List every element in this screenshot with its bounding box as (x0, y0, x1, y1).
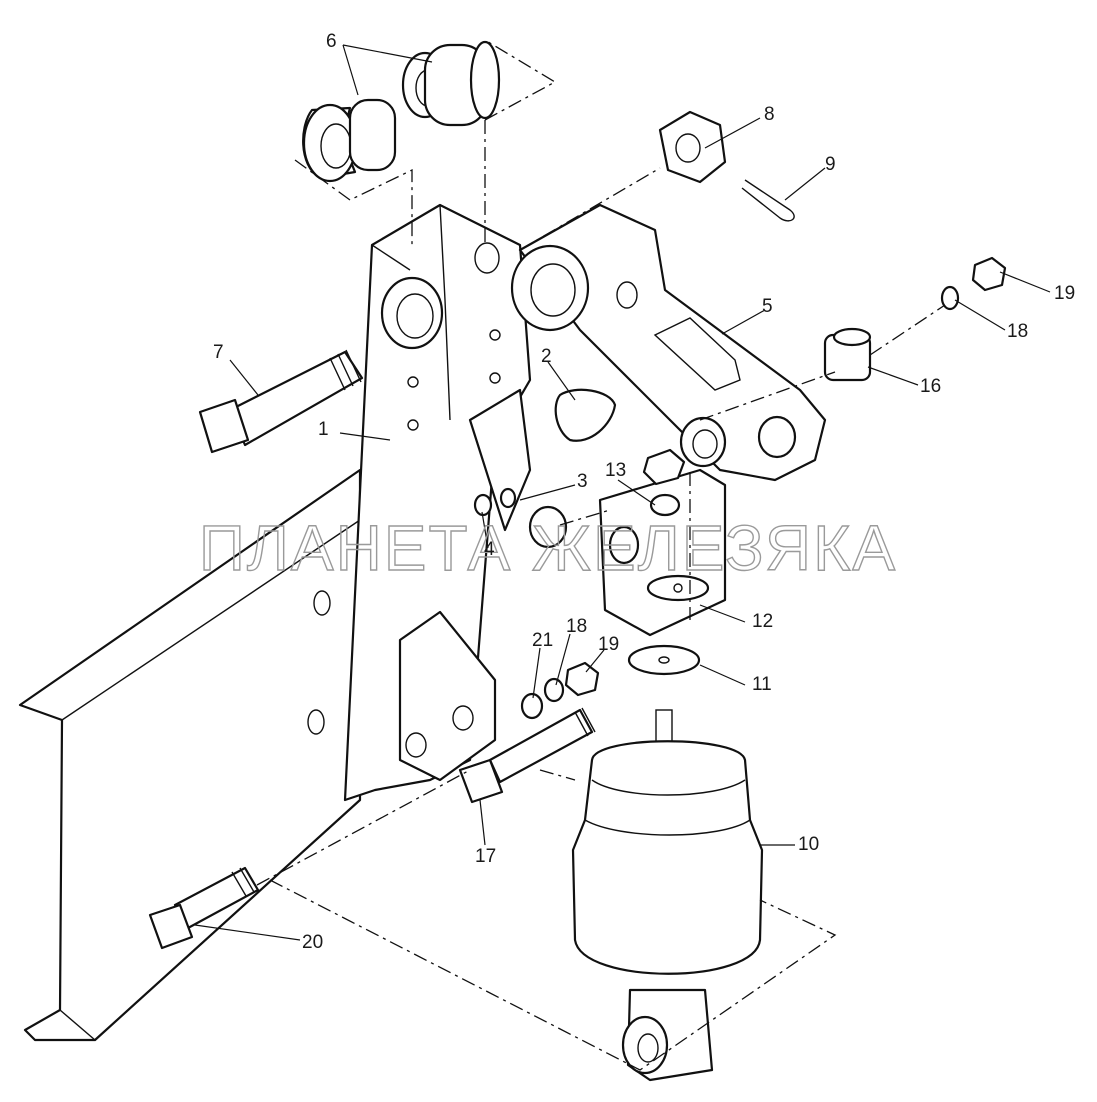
nut-19-right (971, 256, 1007, 292)
bolt-20 (148, 866, 260, 950)
small-hardware (473, 487, 517, 517)
lever-arm (510, 203, 827, 482)
bushing-pair (302, 40, 501, 183)
bolt-7 (198, 349, 364, 454)
callout-18-lower: 18 (566, 616, 587, 637)
callout-8: 8 (764, 104, 775, 125)
callout-9: 9 (825, 154, 836, 175)
watermark-text: ПЛАНЕТА ЖЕЛЕЗЯКА (199, 512, 897, 584)
cotter-pin (741, 179, 795, 222)
nut-13 (642, 448, 686, 517)
callout-6: 6 (326, 31, 337, 52)
callout-5: 5 (762, 296, 773, 317)
callout-2: 2 (541, 346, 552, 367)
callout-10: 10 (798, 834, 819, 855)
callout-4: 4 (484, 539, 495, 560)
callout-1: 1 (318, 419, 329, 440)
callout-20: 20 (302, 932, 323, 953)
callout-16: 16 (920, 376, 941, 397)
bushing-16 (823, 327, 872, 382)
callout-19-lower: 19 (598, 634, 619, 655)
callout-12: 12 (752, 611, 773, 632)
callout-17: 17 (475, 846, 496, 867)
rubber-stop (554, 388, 617, 442)
callout-labels: 6 8 9 7 1 2 5 3 4 13 19 18 16 12 11 10 2… (213, 31, 1075, 953)
center-lines (256, 39, 946, 1071)
callout-7: 7 (213, 342, 224, 363)
air-spring (571, 709, 764, 1082)
bolt-17 (458, 661, 600, 804)
castle-nut (658, 110, 727, 184)
callout-18-right: 18 (1007, 321, 1028, 342)
shock-bracket (528, 468, 727, 637)
callout-11: 11 (752, 674, 772, 695)
callout-3: 3 (577, 471, 588, 492)
washer-11 (627, 644, 701, 676)
callout-19-right: 19 (1054, 283, 1075, 304)
callout-13: 13 (605, 460, 626, 481)
callout-21: 21 (532, 630, 553, 651)
leader-lines (194, 44, 1051, 941)
washer-18-right (940, 285, 960, 311)
main-bracket (343, 203, 532, 802)
